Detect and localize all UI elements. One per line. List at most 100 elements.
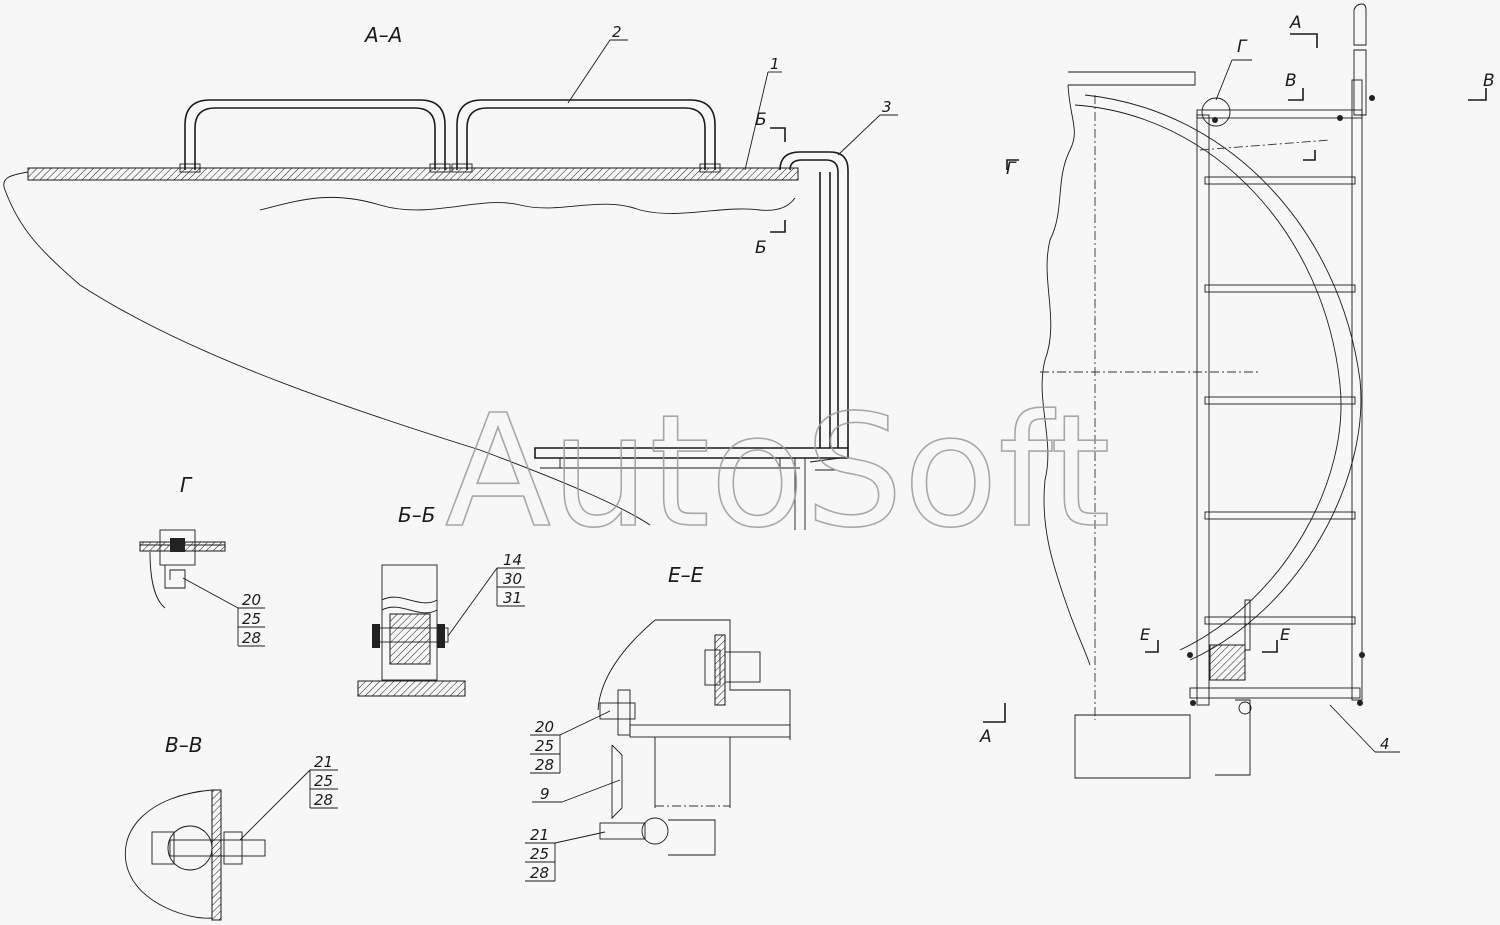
section-mark-e-left (1145, 640, 1159, 653)
section-mark-a-top (1290, 33, 1318, 48)
break-line (3, 171, 651, 526)
ladder-rail-right (1351, 79, 1363, 701)
tank-top (1068, 71, 1196, 86)
view-aa-title: А–А (363, 23, 402, 47)
section-mark-a-bottom (983, 703, 1006, 723)
bb-callout-1: 14 (503, 551, 522, 569)
leader-2 (567, 39, 611, 104)
bolt-head (1369, 95, 1375, 101)
leader-g (1215, 59, 1233, 101)
bolt-lower (599, 822, 646, 840)
bb-callout-2: 30 (503, 570, 522, 588)
bolt-upper (599, 702, 636, 720)
bolt-head (1337, 115, 1343, 121)
dash-line (1199, 139, 1331, 151)
mount-plate (1244, 599, 1251, 651)
view-g-arrow (1006, 159, 1019, 170)
leader-4 (1329, 704, 1376, 753)
pipe-circle (641, 817, 669, 845)
break-arc (124, 789, 213, 919)
horizontal-plate (629, 724, 791, 738)
bolt-head (151, 831, 175, 865)
section-e-right-label: Е (1280, 625, 1291, 644)
handle-top (1353, 3, 1367, 46)
view-ee: Е–Е 20 25 28 9 21 25 28 (525, 563, 791, 882)
handrail-left-inner (194, 107, 436, 170)
callout-1: 1 (770, 55, 780, 73)
bolt-head (1357, 700, 1363, 706)
vv-callout-2: 25 (314, 772, 333, 790)
lower-pipe-outline (668, 819, 716, 856)
tank-base (1074, 714, 1191, 779)
bottom-step (1189, 687, 1361, 699)
callout-4: 4 (1380, 735, 1390, 753)
ee-top-callout-1: 20 (535, 718, 554, 736)
rung (1204, 511, 1356, 520)
tank-arc-inner (1074, 104, 1342, 651)
platform-plate (27, 167, 799, 181)
nut (724, 651, 761, 683)
leader-1 (744, 71, 769, 171)
section-mark-b-top (770, 127, 786, 142)
section-mark-v-right (1468, 88, 1487, 101)
section-b-bottom-label: Б (755, 238, 767, 258)
view-g: Г 20 25 28 (139, 473, 265, 647)
pipe-body (381, 564, 438, 681)
section-mark-v-left (1288, 88, 1304, 101)
outline (655, 619, 791, 740)
handle-lower (1353, 49, 1367, 116)
ee-bottom-callout-3: 28 (530, 864, 549, 882)
bolt-head (1187, 652, 1193, 658)
rung (1204, 284, 1356, 293)
bolt-lines (809, 457, 841, 471)
clamp-section (389, 613, 431, 665)
bb-callout-3: 31 (503, 589, 522, 607)
section-mark-e-right (1262, 640, 1278, 653)
bolt-head (1212, 117, 1218, 123)
bracket (451, 163, 473, 173)
view-g-side-label: Г (1006, 159, 1017, 179)
leader-ee-bottom (554, 831, 606, 844)
wall-section (211, 789, 222, 921)
tank-break-line (1041, 84, 1091, 666)
bolt-head (1190, 700, 1196, 706)
bolt-head (704, 649, 721, 686)
leader-3 (837, 114, 881, 156)
nut-left (372, 624, 380, 648)
callout-2: 2 (612, 23, 622, 41)
lower-angle (1215, 699, 1251, 776)
base-plate (357, 680, 466, 697)
handrail-left-outer (184, 99, 446, 170)
bracket (699, 163, 721, 173)
bolt-head (159, 529, 196, 566)
break-line (597, 619, 656, 711)
handrail-right-inner (466, 107, 706, 170)
leader-bb (447, 567, 498, 637)
view-bb-title: Б–Б (398, 503, 435, 527)
vv-callout-3: 28 (314, 791, 333, 809)
section-e-left-label: Е (1140, 625, 1151, 644)
watermark: AutoSoft (445, 381, 1111, 562)
lower-bracket-detail (540, 458, 806, 530)
section-mark-b-bottom (770, 220, 786, 233)
ladder-rail-left (1196, 114, 1210, 706)
tank-arc-outer (1084, 94, 1362, 661)
lower-bracket (534, 447, 849, 459)
leader-g-callout (182, 577, 239, 609)
ee-bottom-callout-1: 21 (530, 826, 549, 844)
bracket (429, 163, 451, 173)
section-v-right-label: В (1483, 71, 1495, 91)
leader-ee-top (559, 710, 611, 736)
pipe-circle (167, 825, 213, 871)
view-aa: А–А 2 1 3 Б (3, 23, 898, 530)
main-view: А А В В Е Е Г Г 4 (979, 3, 1495, 779)
bracket (179, 163, 201, 173)
handrail-right-outer (456, 99, 716, 170)
top-platform (1196, 109, 1363, 119)
rung (1204, 616, 1356, 625)
view-vv-title: В–В (165, 733, 202, 757)
ee-top-callout-3: 28 (535, 756, 554, 774)
view-ee-title: Е–Е (668, 563, 704, 587)
view-g-title: Г (180, 473, 193, 497)
pipe-break (381, 596, 438, 604)
